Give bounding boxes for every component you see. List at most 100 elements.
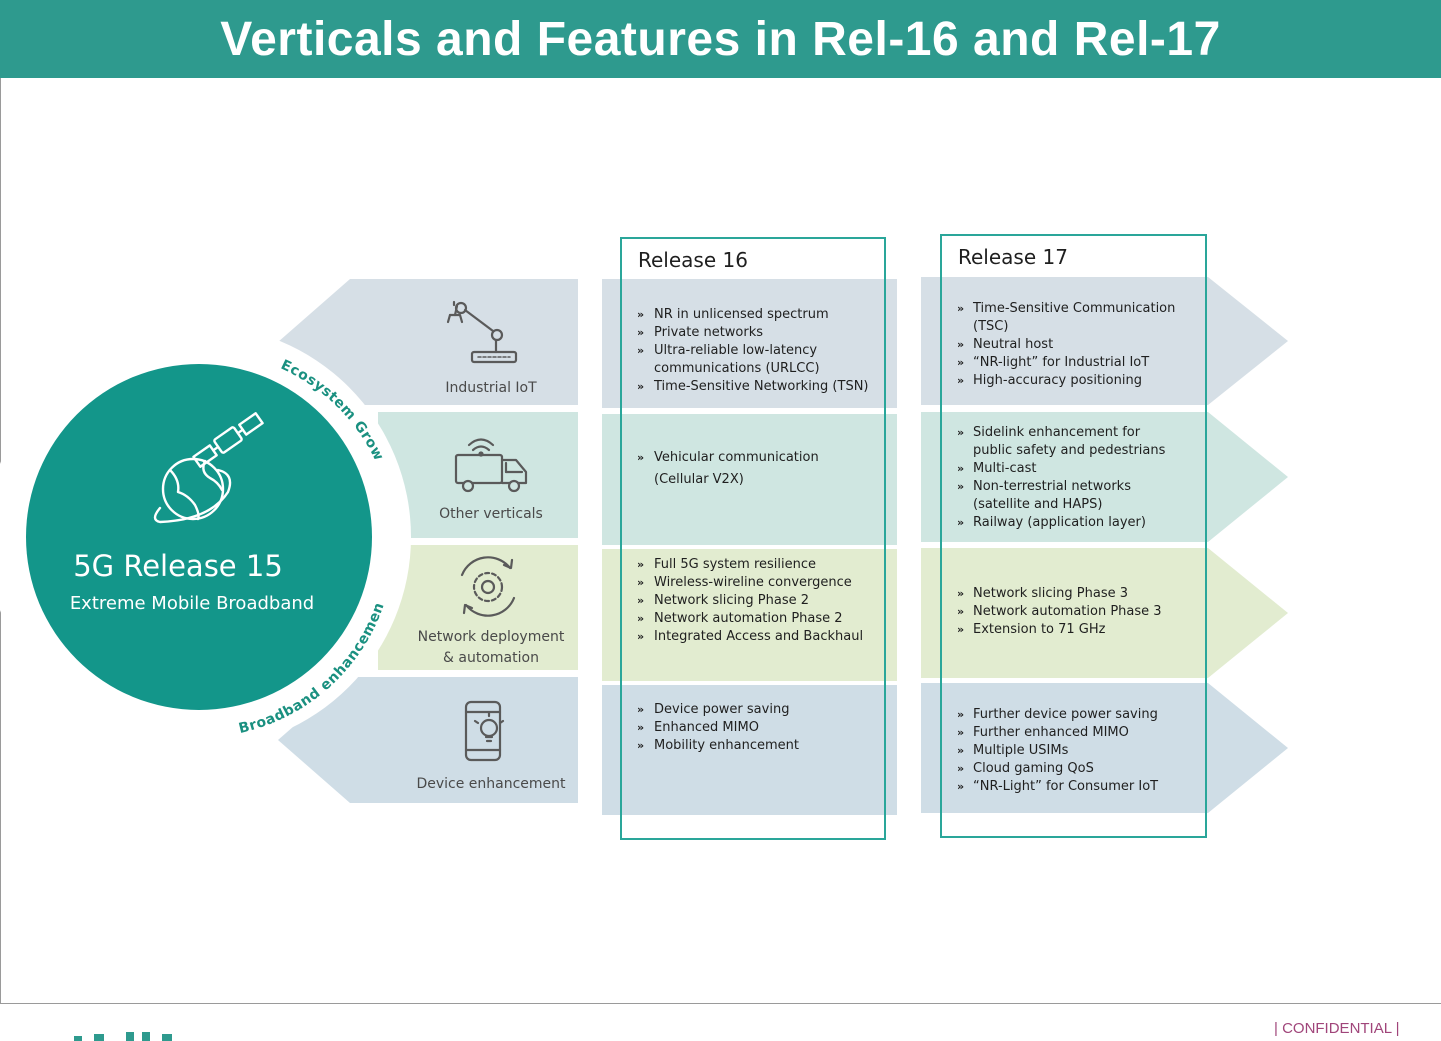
feature-item: Wireless-wireline convergence [654,575,852,590]
gear-cycle-icon [460,556,516,617]
smartphone-bulb-icon [464,700,505,762]
feature-item: Time-Sensitive Communication [972,301,1175,316]
row-band-device-vertical [278,677,578,803]
bullet-marker: » [637,344,644,357]
feature-item: Device power saving [654,702,789,717]
bullet-marker: » [637,630,644,643]
robot-arm-icon [446,300,518,364]
bullet-marker: » [957,623,964,636]
row-band-other-rel16 [602,414,897,545]
bullet-marker: » [957,587,964,600]
bullet-marker: » [637,739,644,752]
feature-item: High-accuracy positioning [973,373,1142,388]
feature-item: Multi-cast [973,461,1036,476]
row-band-device-rel16 [602,685,897,815]
feature-item: Sidelink enhancement for [973,425,1141,440]
row-band-network-rel17 [921,548,1288,678]
delivery-truck-wifi-icon [454,438,528,493]
feature-item: Railway (application layer) [973,515,1146,530]
row-band-iot-rel16 [602,279,897,408]
release-16-features: » NR in unlicensed spectrum » Private netwo… [637,307,869,753]
bullet-marker: » [637,558,644,571]
bullet-marker: » [957,480,964,493]
row-band-iot-rel17 [921,277,1288,405]
bullet-marker: » [957,338,964,351]
release-16-title: Release 16 [638,248,748,272]
feature-item: Mobility enhancement [654,738,799,753]
feature-item: public safety and pedestrians [973,443,1166,458]
feature-item: Integrated Access and Backhaul [654,629,863,644]
release-17-features: » Time-Sensitive Communication (TSC) » Neutr… [957,301,1175,794]
vertical-label-device-enhancement: Device enhancement [416,776,566,792]
row-band-device-rel17 [921,683,1288,813]
company-logo [30,1026,180,1041]
row-band-other-rel17 [921,412,1288,542]
row-band-network-vertical [378,545,578,670]
feature-item: Vehicular communication [654,450,819,465]
feature-item: Further enhanced MIMO [973,725,1129,740]
page-title: Verticals and Features in Rel-16 and Rel… [220,12,1221,66]
release-17-title: Release 17 [958,245,1068,269]
vertical-label-network-automation: & automation [443,650,539,666]
feature-item: (TSC) [973,319,1008,334]
bullet-marker: » [957,780,964,793]
vertical-label-industrial-iot: Industrial IoT [445,380,537,396]
header-bar: Verticals and Features in Rel-16 and Rel… [0,0,1441,78]
bullet-marker: » [957,744,964,757]
feature-item: Neutral host [973,337,1053,352]
feature-item: Network automation Phase 3 [973,604,1162,619]
bullet-marker: » [957,708,964,721]
bullet-marker: » [637,380,644,393]
feature-item: Network slicing Phase 2 [654,593,809,608]
release-16-frame [620,237,886,840]
feature-item: Non-terrestrial networks [973,479,1131,494]
feature-item: Ultra-reliable low-latency [654,343,817,358]
feature-item: Full 5G system resilience [654,557,816,572]
row-band-network-rel16 [602,549,897,681]
bullet-marker: » [637,594,644,607]
row-bands [278,277,1288,815]
feature-item: Enhanced MIMO [654,720,759,735]
feature-item: (Cellular V2X) [654,472,744,487]
feature-item: Cloud gaming QoS [973,761,1094,776]
bullet-marker: » [957,516,964,529]
release-17-frame [940,234,1207,838]
satellite-globe-icon [153,412,264,524]
bullet-marker: » [957,426,964,439]
bullet-marker: » [637,308,644,321]
bullet-marker: » [637,576,644,589]
vertical-label-network-deployment: Network deployment [418,629,565,645]
bullet-marker: » [957,762,964,775]
bullet-marker: » [637,612,644,625]
bullet-marker: » [957,374,964,387]
feature-item: Time-Sensitive Networking (TSN) [653,379,869,394]
feature-item: “NR-light” for Industrial IoT [973,355,1149,370]
feature-item: Extension to 71 GHz [973,622,1106,637]
feature-item: Network slicing Phase 3 [973,586,1128,601]
bullet-marker: » [957,726,964,739]
feature-item: Further device power saving [973,707,1158,722]
release-15-circle [26,364,372,710]
bullet-marker: » [637,703,644,716]
bullet-marker: » [637,451,644,464]
bullet-marker: » [637,721,644,734]
row-band-other-vertical [378,412,578,538]
confidential-label: | CONFIDENTIAL | [1274,1020,1400,1037]
feature-item: Network automation Phase 2 [654,611,843,626]
feature-item: (satellite and HAPS) [973,497,1102,512]
bullet-marker: » [637,326,644,339]
circle-title: 5G Release 15 [73,549,283,583]
feature-item: NR in unlicensed spectrum [654,307,829,322]
feature-item: “NR-Light” for Consumer IoT [973,779,1158,794]
bullet-marker: » [957,356,964,369]
feature-item: communications (URLCC) [654,361,820,376]
feature-item: Multiple USIMs [973,743,1069,758]
bullet-marker: » [957,462,964,475]
circle-subtitle: Extreme Mobile Broadband [70,593,314,614]
vertical-label-other-verticals: Other verticals [439,506,543,522]
feature-item: Private networks [654,325,763,340]
footer-line [0,1003,1441,1004]
row-band-iot-vertical [278,279,578,405]
bullet-marker: » [957,605,964,618]
